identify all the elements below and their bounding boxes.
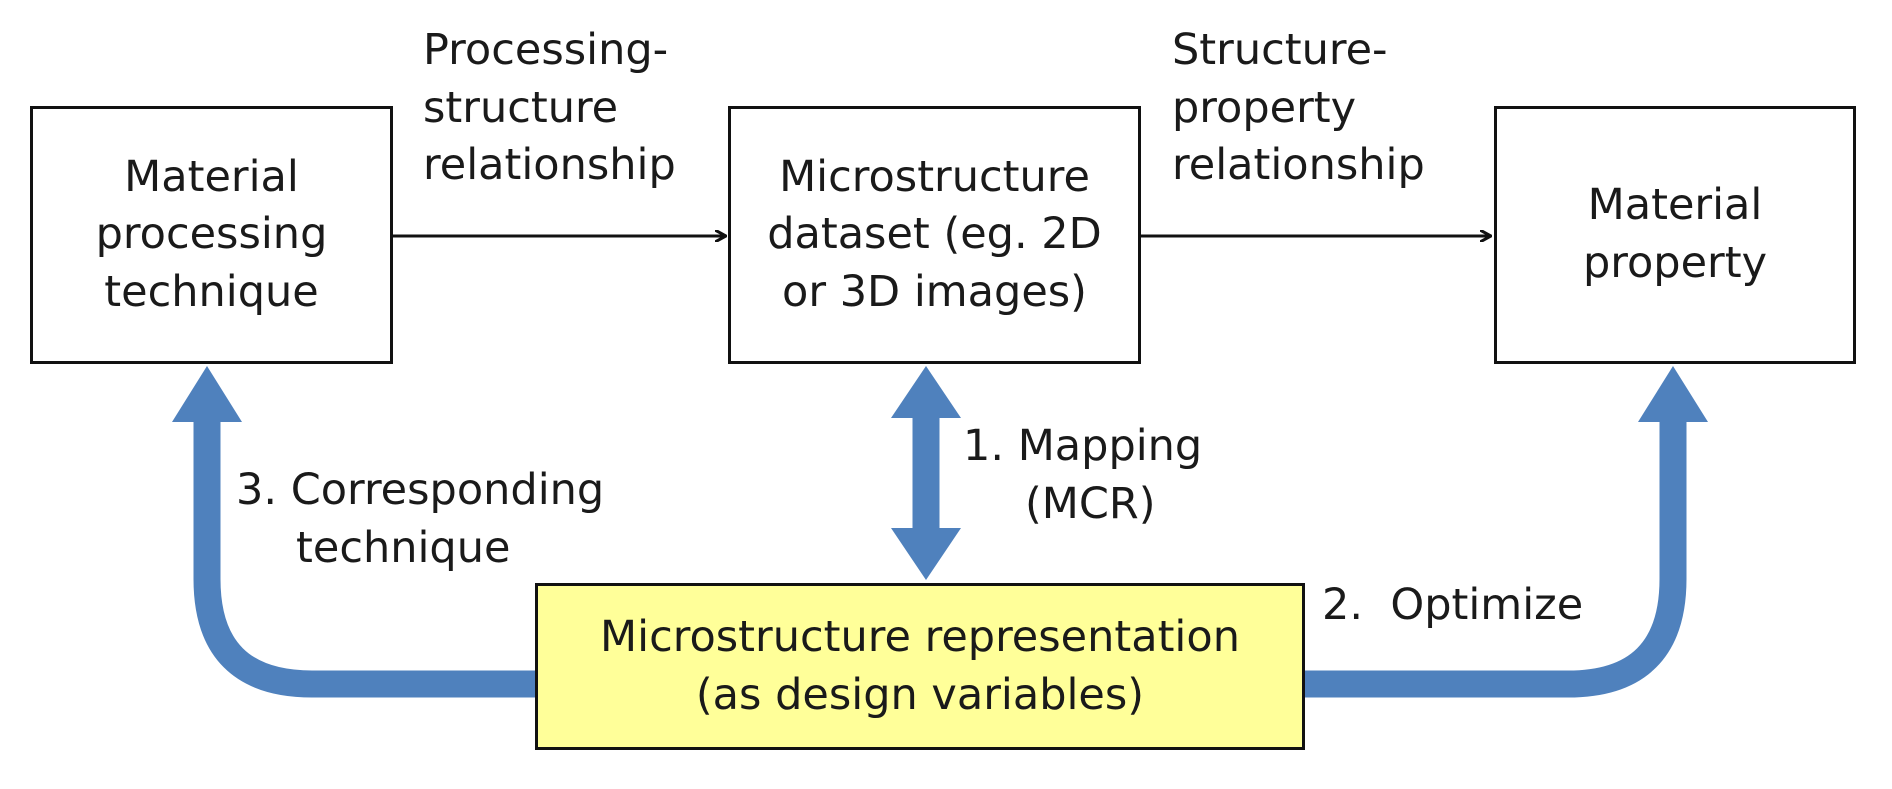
- box-text-line: Material: [124, 151, 299, 202]
- label-text-line: 3. Corresponding: [236, 465, 605, 515]
- box-text-line: Material: [1587, 180, 1763, 231]
- label-text-line: structure: [423, 82, 619, 133]
- mapping-arrowhead-down: [891, 528, 961, 580]
- box-text-line: property: [1582, 238, 1768, 288]
- material-property-box: Material property: [1494, 106, 1856, 364]
- label-text-line: technique: [296, 522, 511, 573]
- box-text-line: dataset (eg. 2D: [767, 209, 1102, 260]
- optimize-label: 2. Optimize: [1322, 577, 1583, 635]
- optimize-arrow-shaft: [1305, 420, 1687, 698]
- label-text-line: Processing-: [423, 25, 669, 75]
- microstructure-representation-box: Microstructure representation (as design…: [535, 583, 1305, 750]
- processing-structure-relationship-label: Processing- structure relationship: [423, 22, 676, 195]
- mapping-label: 1. Mapping (MCR): [963, 418, 1202, 533]
- box-text-line: (as design variables): [695, 669, 1145, 720]
- box-text-line: technique: [104, 266, 319, 317]
- label-text-line: Structure-: [1172, 25, 1388, 75]
- label-text-line: property: [1172, 82, 1357, 133]
- box-text-line: Microstructure representation: [600, 611, 1240, 662]
- material-processing-technique-box: Material processing technique: [30, 106, 393, 364]
- corresponding-technique-arrowhead: [172, 366, 242, 422]
- box-text-line: Microstructure: [779, 151, 1090, 202]
- label-text-line: (MCR): [1025, 478, 1156, 529]
- label-text-line: relationship: [423, 140, 676, 191]
- box-text-line: processing: [95, 209, 328, 260]
- label-text-line: 1. Mapping: [963, 421, 1203, 471]
- optimize-arrowhead: [1638, 366, 1708, 422]
- microstructure-dataset-box: Microstructure dataset (eg. 2D or 3D ima…: [728, 106, 1141, 364]
- box-text-line: or 3D images): [782, 266, 1087, 317]
- label-text-line: relationship: [1172, 140, 1425, 191]
- structure-property-relationship-label: Structure- property relationship: [1172, 22, 1425, 195]
- corresponding-technique-arrow-shaft: [193, 420, 535, 698]
- mapping-arrowhead-up: [891, 366, 961, 418]
- corresponding-technique-label: 3. Corresponding technique: [236, 462, 604, 577]
- label-text-line: 2. Optimize: [1322, 580, 1584, 630]
